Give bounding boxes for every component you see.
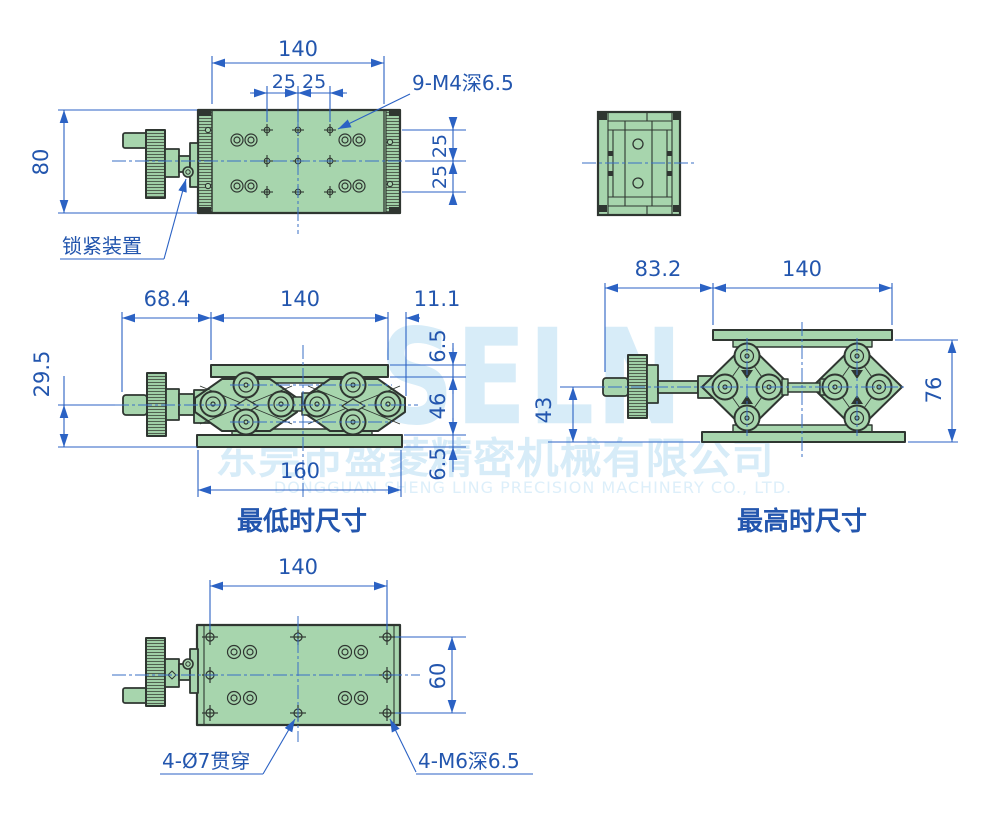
rollers-high (711, 342, 893, 432)
base-plate-high (701, 431, 906, 443)
dims-top-view (58, 56, 466, 260)
base-plate-low (196, 434, 403, 448)
dim-knob-high: 83.2 (635, 257, 682, 281)
dim-body-height: 46 (426, 393, 450, 420)
dim-top-plate-low: 140 (280, 287, 320, 311)
dim-bottom-length: 140 (278, 555, 318, 579)
dim-top-height: 80 (29, 149, 53, 176)
note-through-holes: 4-Ø7贯穿 (162, 749, 250, 773)
dim-knob-low: 68.4 (144, 287, 191, 311)
lock-screw (182, 166, 194, 178)
dim-base-low: 160 (280, 459, 320, 483)
dim-top-thickness: 6.5 (426, 329, 450, 362)
top-plate-low (210, 364, 389, 378)
centerlines-bottom (112, 616, 420, 742)
title-highest: 最高时尺寸 (737, 506, 867, 537)
dim-total-height-high: 76 (922, 377, 946, 404)
view-lowest: 68.4 140 11.1 6.5 46 6.5 29.5 160 最低时尺寸 (30, 287, 466, 537)
dims-bottom (160, 580, 533, 775)
title-lowest: 最低时尺寸 (237, 507, 367, 537)
dims-lowest (58, 312, 466, 497)
dim-row-lower: 25 (429, 165, 451, 189)
centerlines-low (115, 345, 418, 500)
adjustment-knob-top (122, 129, 199, 199)
dim-center-height-high: 43 (532, 397, 556, 424)
counterbore-holes (230, 133, 366, 193)
dim-top-plate-high: 140 (782, 257, 822, 281)
note-thread-m4: 9-M4深6.5 (412, 71, 514, 95)
view-top: 140 25 25 9-M4深6.5 80 25 25 锁紧装置 (29, 37, 514, 260)
dim-overhang-low: 11.1 (414, 287, 461, 311)
dim-row-upper: 25 (429, 134, 451, 158)
watermark-company-en: DONGGUAN SHENG LING PRECISION MACHINERY … (274, 478, 792, 497)
dim-bottom-thickness: 6.5 (426, 447, 450, 480)
label-lock-device: 锁紧装置 (62, 234, 142, 258)
counterbore-holes-bottom (226, 644, 369, 706)
dims-highest (548, 283, 958, 443)
dim-top-length: 140 (278, 37, 318, 61)
dim-bottom-width: 60 (426, 663, 450, 690)
view-bottom: 140 60 4-Ø7贯穿 4-M6深6.5 (112, 555, 533, 775)
centerlines-high (585, 322, 905, 458)
view-highest: 83.2 140 76 43 最高时尺寸 (532, 257, 958, 537)
note-thread-m6: 4-M6深6.5 (418, 749, 520, 773)
view-end (582, 110, 696, 217)
dim-hole-spacing: 25 25 (272, 71, 326, 93)
adjustment-knob-bottom (122, 637, 199, 707)
dim-center-height-low: 29.5 (30, 351, 54, 398)
